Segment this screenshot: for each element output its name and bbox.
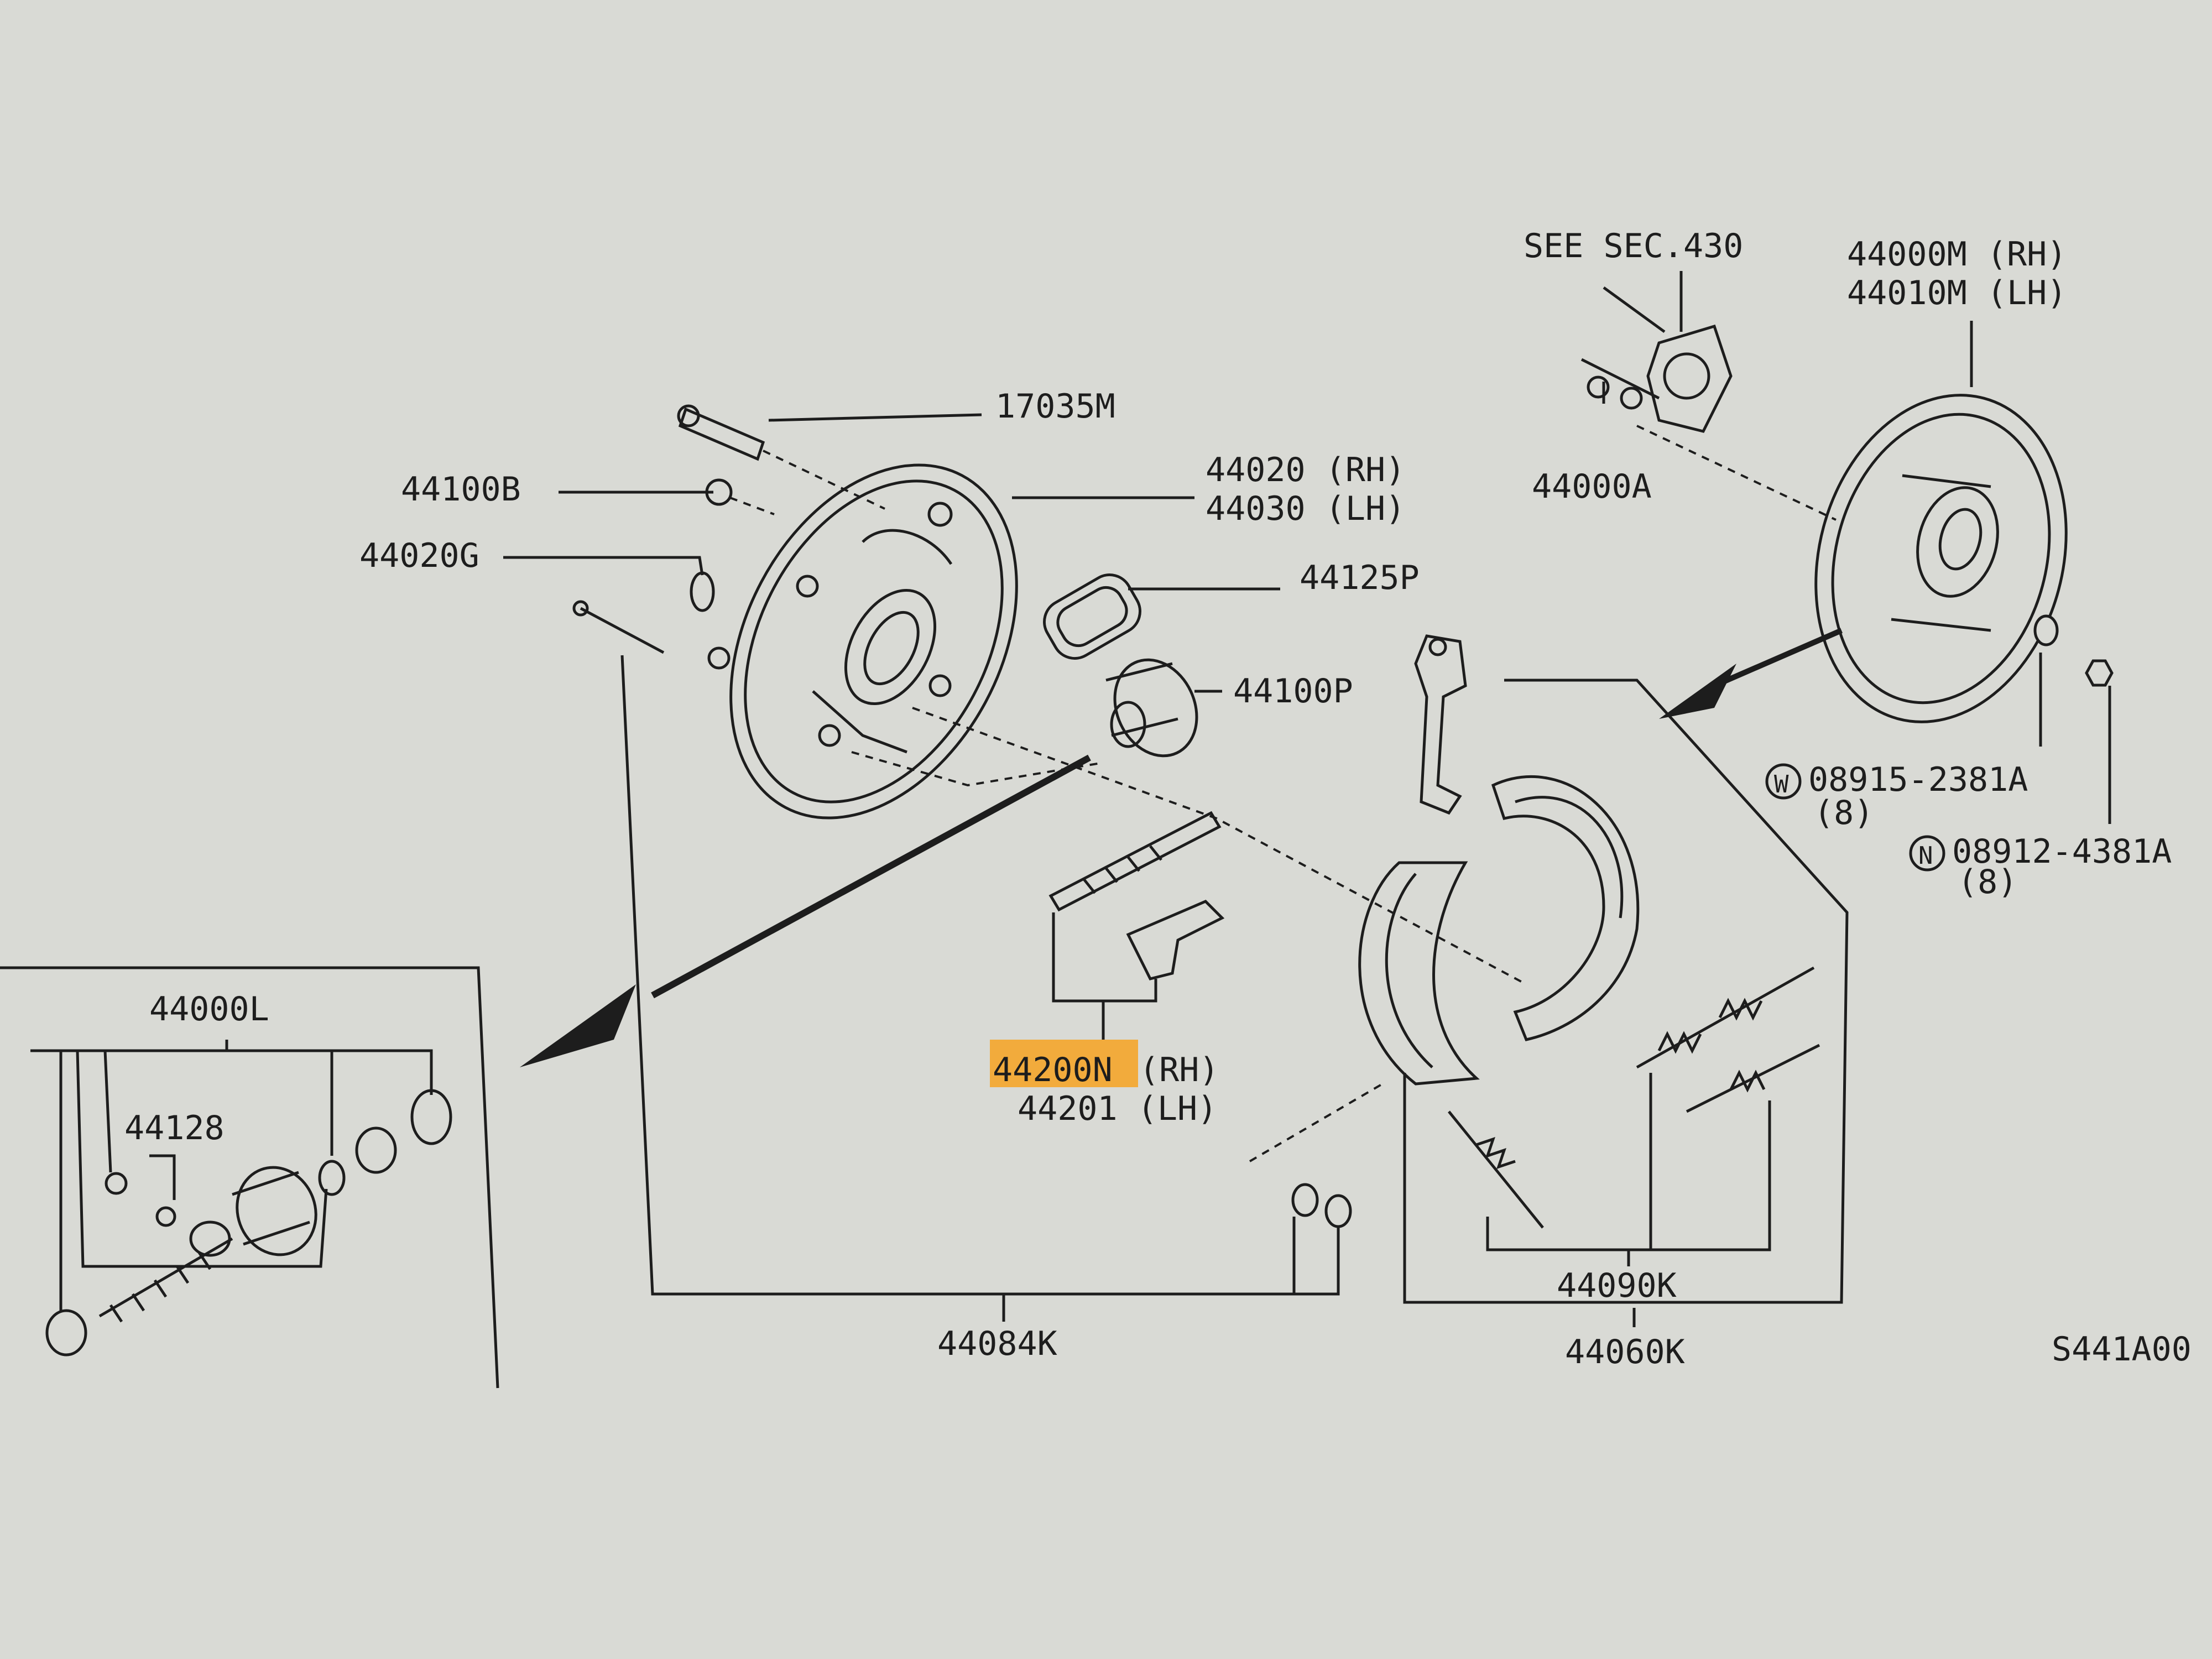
svg-text:W: W (1774, 770, 1789, 799)
label-see-sec-430: SEE SEC.430 (1524, 227, 1743, 265)
drum-assembly-drawing (1636, 394, 2068, 723)
label-44200n: 44200N (993, 1051, 1113, 1089)
label-44090k: 44090K (1557, 1266, 1677, 1305)
label-44000m-rh: 44000M (RH) (1847, 235, 2067, 274)
gasket-44125p-drawing (1043, 573, 1141, 660)
leader-lines (0, 271, 2111, 1389)
bleeder-screw-drawing (677, 404, 885, 510)
grommet-44020g-drawing (690, 571, 715, 612)
label-44100b: 44100B (401, 470, 521, 509)
label-44128: 44128 (124, 1109, 225, 1147)
label-44084k: 44084K (937, 1324, 1057, 1363)
label-diagram-id: S441A00 (2052, 1330, 2192, 1369)
label-44000a: 44000A (1532, 467, 1652, 506)
springs-drawing (1448, 966, 1820, 1229)
assembly-axis (912, 707, 1527, 985)
brake-shoe-rear-drawing (1491, 775, 1640, 1041)
label-44000l: 44000L (149, 990, 269, 1029)
marker-w: W (1765, 763, 1802, 800)
pin-drawing (572, 600, 731, 670)
label-08915-2381a: 08915-2381A (1808, 760, 2028, 799)
cylinder-kit-drawing (45, 1089, 452, 1357)
arrow-to-kit (520, 754, 1091, 1067)
label-44030-lh: 44030 (LH) (1206, 489, 1405, 528)
label-17035m: 17035M (995, 387, 1115, 426)
label-44010m-lh: 44010M (LH) (1847, 274, 2067, 312)
label-08915-qty: (8) (1814, 794, 1874, 832)
label-44100p: 44100P (1233, 672, 1353, 711)
sec-430-part-drawing (1580, 286, 1733, 433)
assembly-axis-2 (851, 751, 1101, 787)
label-44060k: 44060K (1565, 1333, 1685, 1371)
label-44020g: 44020G (359, 536, 479, 575)
hold-down-cups-drawing (1249, 1083, 1384, 1228)
bolt-44100b-drawing (705, 478, 775, 515)
marker-n: N (1909, 835, 1945, 872)
brake-shoe-front-drawing (1358, 861, 1480, 1086)
svg-text:N: N (1918, 842, 1933, 870)
label-44125p: 44125P (1300, 559, 1420, 597)
arrow-from-drum (1659, 628, 1843, 719)
adjuster-drawing (1048, 811, 1225, 980)
label-44200n-side: (RH) (1139, 1051, 1219, 1089)
label-44201-lh: 44201 (LH) (1018, 1089, 1217, 1128)
wheel-cylinder-44100p-drawing (1105, 658, 1198, 758)
label-08912-4381a: 08912-4381A (1952, 832, 2172, 871)
label-44020-rh: 44020 (RH) (1206, 451, 1405, 489)
highlight-44200n (990, 1040, 1138, 1087)
parking-lever-drawing (1414, 634, 1467, 815)
label-08912-qty: (8) (1958, 863, 2017, 901)
backing-plate-drawing (729, 463, 1018, 820)
washer-nut-drawing (2033, 614, 2114, 687)
